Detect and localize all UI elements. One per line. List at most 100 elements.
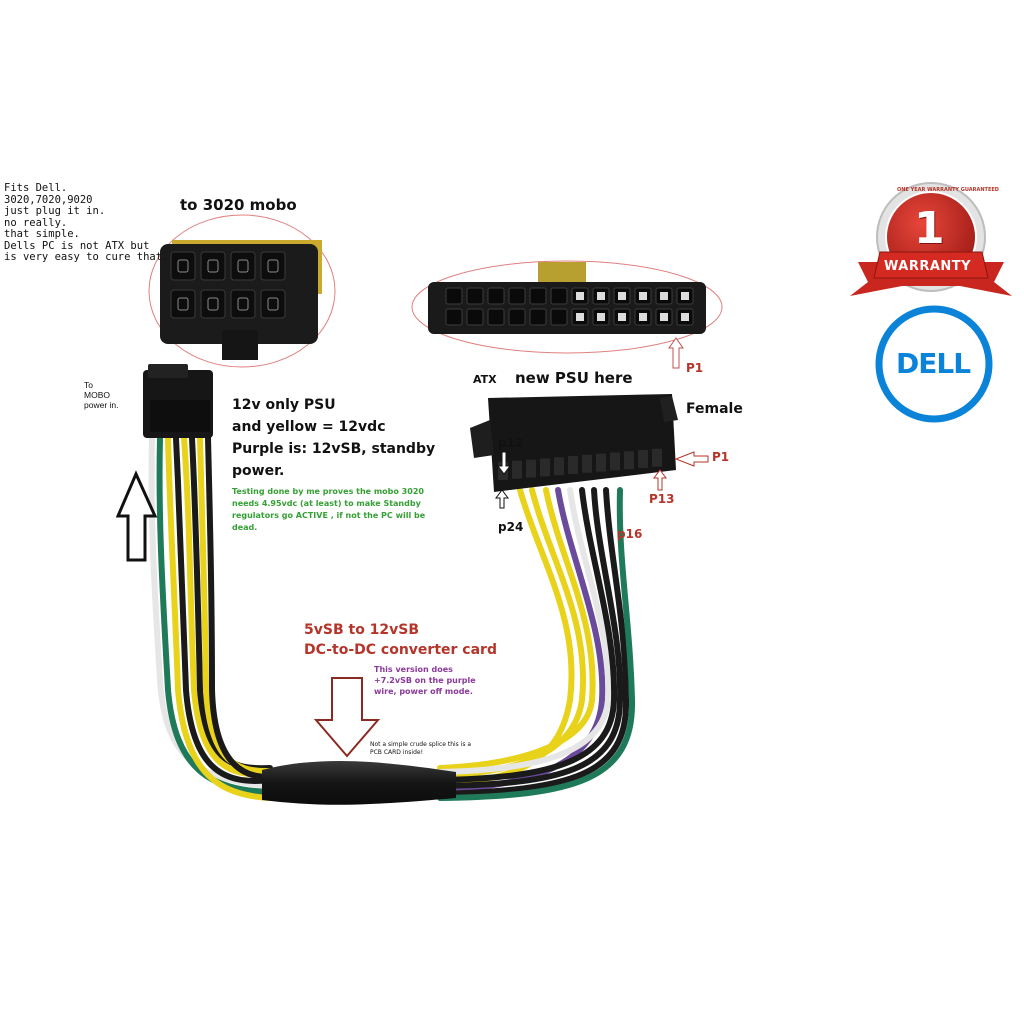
to-mobo-line: To bbox=[84, 380, 93, 390]
pin-socket bbox=[487, 287, 505, 305]
connector-ridge bbox=[540, 458, 550, 477]
connector-ridge bbox=[638, 450, 648, 468]
pin-socket bbox=[200, 289, 226, 319]
connector-ridge bbox=[554, 457, 564, 476]
pin-contact bbox=[597, 292, 605, 300]
pin-contact bbox=[618, 292, 626, 300]
p24-label: p24 bbox=[498, 520, 524, 534]
pin-socket bbox=[200, 251, 226, 281]
power-word: power. bbox=[232, 463, 285, 479]
pin-socket bbox=[230, 289, 256, 319]
fits-note: Fits Dell. 3020,7020,9020 just plug it i… bbox=[4, 182, 169, 264]
atx-label: ATX bbox=[473, 373, 497, 386]
pin-socket bbox=[260, 251, 286, 281]
to-mobo-line: MOBO bbox=[84, 390, 110, 400]
atx-24pin-connector bbox=[470, 394, 678, 492]
dell-logo bbox=[875, 305, 993, 423]
to-3020-mobo-label: to 3020 mobo bbox=[180, 196, 297, 214]
pin-contact bbox=[237, 259, 249, 273]
testing-note: Testing done by me proves the mobo 3020 … bbox=[232, 487, 426, 532]
connector-ridge bbox=[582, 454, 592, 473]
fits-line: is very easy to cure that. bbox=[4, 251, 169, 263]
pin-contact bbox=[207, 297, 219, 311]
pin-contact bbox=[597, 313, 605, 321]
pin-contact bbox=[177, 259, 189, 273]
pin-contact bbox=[681, 292, 689, 300]
p1-side-label: P1 bbox=[712, 450, 730, 464]
converter-line2: DC-to-DC converter card bbox=[304, 642, 497, 658]
psu-12v-only: 12v only PSU bbox=[232, 397, 336, 413]
new-psu-here-label: new PSU here bbox=[515, 369, 633, 387]
fits-line: 3020,7020,9020 bbox=[4, 193, 93, 206]
fits-line: just plug it in. bbox=[4, 205, 106, 217]
pin-contact bbox=[237, 297, 249, 311]
warranty-word: WARRANTY bbox=[884, 259, 972, 274]
pcb-note: Not a simple crude splice this is a PCB … bbox=[370, 741, 472, 756]
connector-ridge bbox=[610, 452, 620, 471]
pin-socket bbox=[508, 287, 526, 305]
connector-ridge bbox=[652, 448, 662, 467]
pin-socket bbox=[230, 251, 256, 281]
warranty-number: 1 bbox=[914, 203, 945, 254]
pin-contact bbox=[177, 297, 189, 311]
pin-contact bbox=[576, 292, 584, 300]
pin-socket bbox=[487, 308, 505, 326]
warranty-seal bbox=[850, 182, 1012, 296]
pin-socket bbox=[466, 287, 484, 305]
p16-label: p16 bbox=[617, 527, 643, 541]
p12-label: p12 bbox=[498, 436, 524, 450]
pin-socket bbox=[445, 308, 463, 326]
to-mobo-power-note: To MOBO power in. bbox=[84, 380, 119, 410]
pin-socket bbox=[260, 289, 286, 319]
up-arrow bbox=[115, 470, 158, 562]
fits-line: Fits Dell. bbox=[4, 182, 68, 194]
pin-contact bbox=[618, 313, 626, 321]
connector-ridge bbox=[526, 459, 536, 478]
fits-line: that simple. bbox=[4, 228, 80, 240]
pin-contact bbox=[267, 297, 279, 311]
yellow-12vdc: and yellow = 12vdc bbox=[232, 419, 386, 435]
mobo-8pin-closeup bbox=[148, 214, 336, 368]
dell-logo-text: DELL bbox=[896, 347, 971, 380]
purple-is: Purple is: 12vSB, standby bbox=[232, 441, 436, 457]
version-note: This version does +7.2vSB on the purple … bbox=[374, 665, 476, 696]
pin-contact bbox=[267, 259, 279, 273]
pin-socket bbox=[466, 308, 484, 326]
p1-top-label: P1 bbox=[686, 361, 704, 375]
p1-top-arrow bbox=[668, 337, 684, 369]
converter-sleeve bbox=[262, 760, 456, 805]
pin-contact bbox=[639, 292, 647, 300]
converter-line1: 5vSB to 12vSB bbox=[304, 622, 420, 638]
connector-ridge bbox=[512, 460, 522, 479]
pin-contact bbox=[576, 313, 584, 321]
pin-contact bbox=[207, 259, 219, 273]
converter-title: 5vSB to 12vSB DC-to-DC converter card bbox=[304, 620, 497, 660]
pin-socket bbox=[445, 287, 463, 305]
psu-description: 12v only PSU and yellow = 12vdc Purple i… bbox=[232, 394, 435, 482]
pin-socket bbox=[508, 308, 526, 326]
down-arrow bbox=[313, 677, 381, 758]
fits-line: no really. bbox=[4, 216, 68, 229]
female-label: Female bbox=[686, 401, 743, 417]
fits-line: Dells PC is not ATX but bbox=[4, 239, 150, 252]
connector-ridge bbox=[624, 451, 634, 470]
mobo-8pin-connector bbox=[143, 364, 213, 438]
wire-bundle bbox=[148, 435, 636, 801]
p13-label: P13 bbox=[649, 492, 675, 506]
to-mobo-line: power in. bbox=[84, 400, 119, 410]
pin-socket bbox=[170, 251, 196, 281]
pin-socket bbox=[170, 289, 196, 319]
pin-socket bbox=[550, 308, 568, 326]
pin-socket bbox=[550, 287, 568, 305]
pin-socket bbox=[529, 287, 547, 305]
connector-ridge bbox=[568, 456, 578, 474]
warranty-ring-text: ONE YEAR WARRANTY GUARANTEED bbox=[897, 187, 999, 193]
connector-ridge bbox=[596, 453, 606, 472]
atx-24pin-closeup bbox=[411, 260, 723, 354]
pin-contact bbox=[639, 313, 647, 321]
pin-contact bbox=[660, 313, 668, 321]
pin-contact bbox=[660, 292, 668, 300]
pin-socket bbox=[529, 308, 547, 326]
pin-arrows bbox=[495, 451, 709, 509]
